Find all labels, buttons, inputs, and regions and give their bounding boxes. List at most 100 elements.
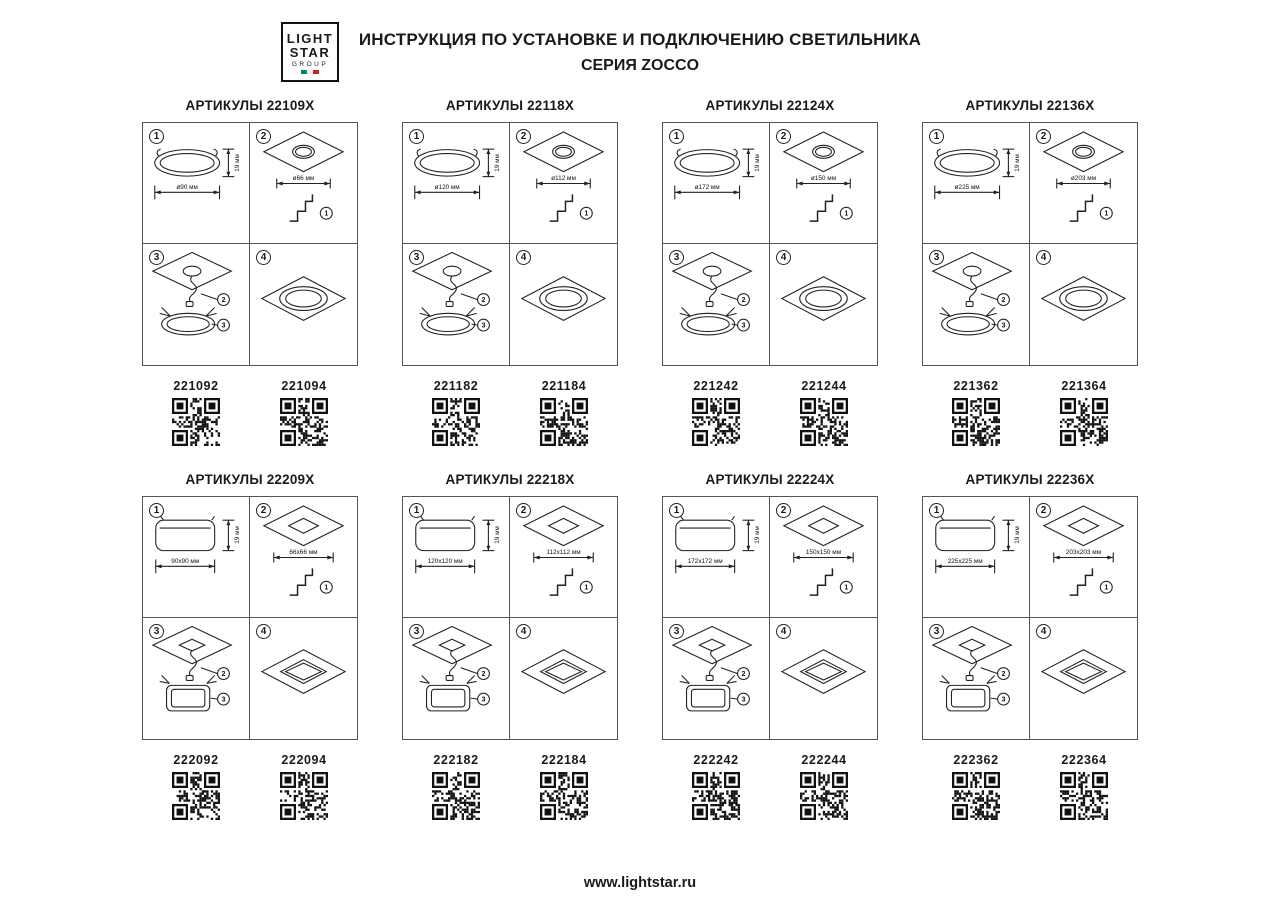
spring-clip-icon xyxy=(1069,568,1094,596)
step-1-number: 1 xyxy=(669,129,684,144)
width-dimension-label: ø90 мм xyxy=(176,184,197,191)
square-cutout-diagram: 203x203 мм 1 xyxy=(1042,505,1125,596)
step-1-cell: 1 19 мм 90x90 мм xyxy=(143,497,250,618)
wire-reference-number: 2 xyxy=(222,671,226,678)
article-item: 222182 xyxy=(402,753,510,820)
step-4-cell: 4 xyxy=(770,618,877,739)
clip-reference-number: 1 xyxy=(584,211,588,218)
step-2-cell: 2 112x112 мм 1 xyxy=(510,497,617,618)
qr-code xyxy=(692,398,740,446)
step-3-cell: 3 2 3 xyxy=(923,618,1030,739)
qr-code xyxy=(800,772,848,820)
article-code: 222184 xyxy=(541,753,587,767)
article-item: 222242 xyxy=(662,753,770,820)
step-4-cell: 4 xyxy=(510,244,617,365)
step-4-number: 4 xyxy=(1036,624,1051,639)
fixture-reference-number: 3 xyxy=(742,697,746,704)
square-cutout-diagram: 150x150 мм 1 xyxy=(782,505,865,596)
fixture-reference-number: 3 xyxy=(1002,697,1006,704)
article-code: 221364 xyxy=(1061,379,1107,393)
qr-code xyxy=(172,398,220,446)
height-dimension-label: 19 мм xyxy=(754,526,761,544)
step-2-cell: 2 ø66 мм 1 xyxy=(250,123,357,244)
panels-row-square: АРТИКУЛЫ 22209X 1 19 мм xyxy=(0,472,1280,820)
spring-clip-icon xyxy=(549,194,574,222)
website-url: www.lightstar.ru xyxy=(583,875,697,891)
square-fixture-dimension-diagram: 19 мм 172x172 мм xyxy=(675,515,761,574)
article-panel: АРТИКУЛЫ 22136X 1 19 мм xyxy=(922,98,1138,446)
qr-code xyxy=(280,772,328,820)
square-fixture-dimension-diagram: 19 мм 120x120 мм xyxy=(415,515,501,574)
article-code: 222362 xyxy=(953,753,999,767)
fixture-reference-number: 3 xyxy=(1002,323,1006,330)
height-dimension-label: 19 мм xyxy=(494,526,501,544)
square-installed-view-diagram xyxy=(1040,649,1127,694)
logo-line-light: LIGHT xyxy=(286,30,334,46)
article-code: 222092 xyxy=(173,753,219,767)
step-2-cell: 2 66x66 мм 1 xyxy=(250,497,357,618)
article-panel: АРТИКУЛЫ 22224X 1 19 мм xyxy=(662,472,878,820)
article-code: 221362 xyxy=(953,379,999,393)
step-2-number: 2 xyxy=(256,503,271,518)
square-installation-diagram: 2 3 xyxy=(151,625,233,712)
step-1-cell: 1 19 мм 225x225 мм xyxy=(923,497,1030,618)
hole-dimension-label: ø112 мм xyxy=(551,175,576,182)
page-title: ИНСТРУКЦИЯ ПО УСТАНОВКЕ И ПОДКЛЮЧЕНИЮ СВ… xyxy=(0,30,1280,75)
article-item: 221092 xyxy=(142,379,250,446)
round-fixture-dimension-diagram: 19 мм ø120 мм xyxy=(414,148,501,200)
qr-code xyxy=(952,772,1000,820)
step-4-number: 4 xyxy=(776,250,791,265)
article-code: 222244 xyxy=(801,753,847,767)
step-2-cell: 2 ø203 мм 1 xyxy=(1030,123,1137,244)
clip-reference-number: 1 xyxy=(1104,585,1108,592)
article-item: 221182 xyxy=(402,379,510,446)
wire-reference-number: 2 xyxy=(1002,671,1006,678)
fixture-reference-number: 3 xyxy=(482,323,486,330)
panel-title: АРТИКУЛЫ 22236X xyxy=(965,472,1095,487)
wire-reference-number: 2 xyxy=(482,671,486,678)
round-installed-view-diagram xyxy=(780,276,867,321)
qr-code xyxy=(692,772,740,820)
qr-code xyxy=(952,398,1000,446)
step-1-cell: 1 19 мм ø172 мм xyxy=(663,123,770,244)
article-codes: 221092 221094 xyxy=(142,379,358,446)
panel-title: АРТИКУЛЫ 22118X xyxy=(445,98,575,113)
step-3-cell: 3 2 3 xyxy=(403,244,510,365)
round-cutout-diagram: ø203 мм 1 xyxy=(1042,131,1125,222)
panel-title: АРТИКУЛЫ 22209X xyxy=(185,472,315,487)
qr-code xyxy=(280,398,328,446)
step-3-cell: 3 2 3 xyxy=(143,244,250,365)
article-codes: 222092 222094 xyxy=(142,753,358,820)
article-code: 221092 xyxy=(173,379,219,393)
article-code: 222364 xyxy=(1061,753,1107,767)
step-1-cell: 1 19 мм ø225 мм xyxy=(923,123,1030,244)
article-item: 221244 xyxy=(770,379,878,446)
instruction-steps-grid: 1 19 мм 120x120 мм xyxy=(402,496,618,740)
article-item: 221094 xyxy=(250,379,358,446)
article-code: 221094 xyxy=(281,379,327,393)
square-cutout-diagram: 66x66 мм 1 xyxy=(262,505,345,596)
step-2-number: 2 xyxy=(516,503,531,518)
round-fixture-dimension-diagram: 19 мм ø225 мм xyxy=(934,148,1021,200)
instruction-steps-grid: 1 19 мм ø90 мм xyxy=(142,122,358,366)
panel-title: АРТИКУЛЫ 22124X xyxy=(705,98,835,113)
article-item: 222244 xyxy=(770,753,878,820)
wire-reference-number: 2 xyxy=(222,297,226,304)
spring-clip-icon xyxy=(809,194,834,222)
article-code: 221182 xyxy=(433,379,479,393)
step-4-cell: 4 xyxy=(510,618,617,739)
step-3-cell: 3 2 3 xyxy=(923,244,1030,365)
step-1-number: 1 xyxy=(669,503,684,518)
instruction-steps-grid: 1 19 мм ø225 мм xyxy=(922,122,1138,366)
clip-reference-number: 1 xyxy=(324,211,328,218)
article-codes: 222242 222244 xyxy=(662,753,878,820)
qr-code xyxy=(432,398,480,446)
clip-reference-number: 1 xyxy=(844,211,848,218)
square-installation-diagram: 2 3 xyxy=(671,625,753,712)
article-codes: 221242 221244 xyxy=(662,379,878,446)
square-installed-view-diagram xyxy=(520,649,607,694)
article-panel: АРТИКУЛЫ 22218X 1 19 мм xyxy=(402,472,618,820)
panels-row-round: АРТИКУЛЫ 22109X 1 19 мм xyxy=(0,98,1280,446)
height-dimension-label: 19 мм xyxy=(234,526,241,544)
